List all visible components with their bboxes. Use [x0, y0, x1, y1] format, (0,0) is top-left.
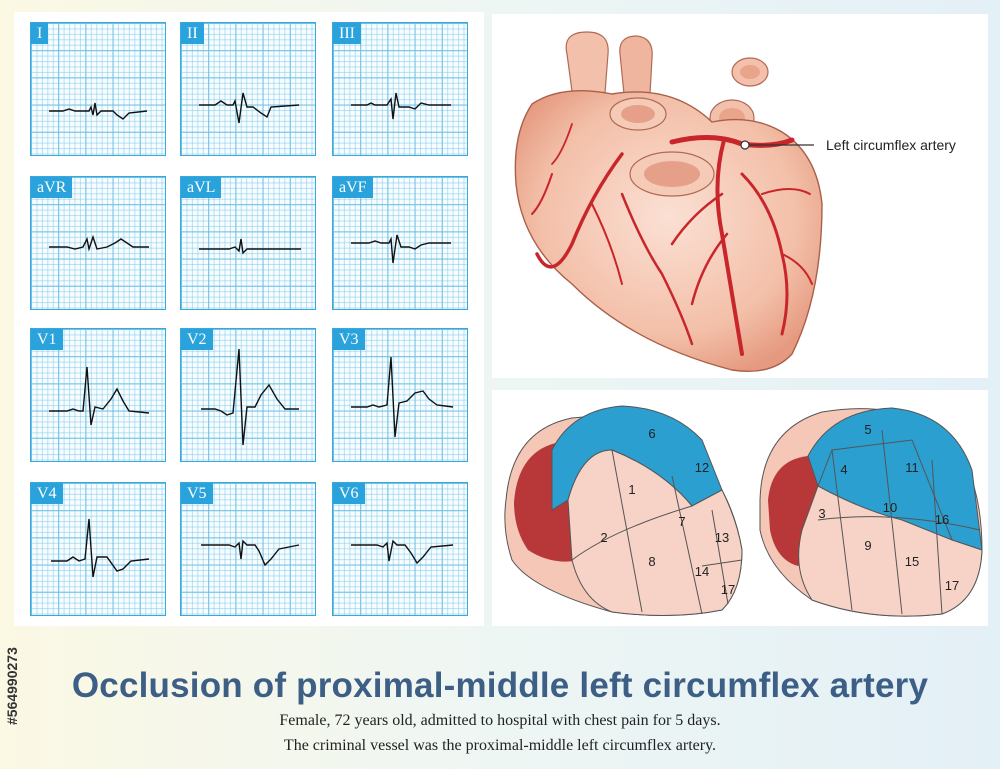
ecg-trace: [199, 238, 301, 255]
ecg-lead-V2: V2: [180, 328, 316, 462]
lead-label: V1: [31, 329, 63, 350]
page-title: Occlusion of proximal-middle left circum…: [71, 666, 929, 705]
subtitle-line-2: The criminal vessel was the proximal-mid…: [283, 737, 717, 754]
segment-16: 16: [935, 512, 949, 527]
ecg-lead-III: III: [332, 22, 468, 156]
lead-label: aVL: [181, 177, 222, 198]
segment-6: 6: [648, 426, 655, 441]
ecg-trace: [199, 92, 300, 124]
ecg-trace: [351, 234, 451, 264]
ecg-lead-aVL: aVL: [180, 176, 316, 310]
ecg-panel: I II III aVR aVL aVF V1 V2 V3 V4 V5: [14, 12, 484, 626]
lead-label: I: [31, 23, 49, 44]
ecg-lead-V6: V6: [332, 482, 468, 616]
ecg-lead-II: II: [180, 22, 316, 156]
segment-12: 12: [695, 460, 709, 475]
segment-17-left: 17: [721, 582, 735, 597]
segment-11: 11: [905, 460, 919, 475]
lead-label: V6: [333, 483, 365, 504]
segment-15: 15: [905, 554, 919, 569]
lead-label: V2: [181, 329, 213, 350]
ecg-trace: [351, 356, 454, 438]
lead-label: aVR: [31, 177, 73, 198]
ecg-lead-V5: V5: [180, 482, 316, 616]
segment-4: 4: [840, 462, 847, 477]
segment-3: 3: [818, 506, 825, 521]
segment-2: 2: [600, 530, 607, 545]
ecg-trace: [201, 539, 300, 567]
segment-13: 13: [715, 530, 729, 545]
subtitle-line-1: Female, 72 years old, admitted to hospit…: [279, 712, 721, 729]
stock-watermark-id: #564990273: [4, 647, 20, 725]
ecg-lead-V4: V4: [30, 482, 166, 616]
lv-left-view: 6 12 1 7 2 8 13 14 17: [504, 405, 743, 617]
ecg-lead-V1: V1: [30, 328, 166, 462]
ecg-lead-aVF: aVF: [332, 176, 468, 310]
segment-17-right: 17: [945, 578, 959, 593]
ecg-lead-V3: V3: [332, 328, 468, 462]
segment-1: 1: [628, 482, 635, 497]
ecg-trace: [49, 234, 149, 252]
lead-label: aVF: [333, 177, 373, 198]
lead-label: V4: [31, 483, 63, 504]
watermark-text: #564990273: [4, 647, 20, 725]
heart-illustration: Left circumflex artery: [514, 31, 956, 372]
segment-7: 7: [678, 514, 685, 529]
heart-panel: Left circumflex artery: [492, 14, 988, 378]
ecg-trace: [49, 366, 150, 426]
segment-14: 14: [695, 564, 709, 579]
lead-label: III: [333, 23, 361, 44]
ecg-trace: [49, 102, 148, 120]
segment-panel: 6 12 1 7 2 8 13 14 17: [492, 390, 988, 626]
segment-8: 8: [648, 554, 655, 569]
ecg-trace: [351, 92, 451, 120]
ecg-trace: [351, 539, 454, 565]
bullseye-segments: 6 12 1 7 2 8 13 14 17: [504, 405, 983, 617]
ecg-trace: [201, 348, 299, 446]
lead-label: V3: [333, 329, 365, 350]
ecg-lead-I: I: [30, 22, 166, 156]
lead-label: V5: [181, 483, 213, 504]
segment-9: 9: [864, 538, 871, 553]
ecg-trace: [51, 518, 150, 578]
lead-label: II: [181, 23, 204, 44]
segment-5: 5: [864, 422, 871, 437]
ecg-lead-aVR: aVR: [30, 176, 166, 310]
circumflex-label: Left circumflex artery: [826, 137, 956, 153]
lv-right-view: 5 4 11 10 16 3 9 15 17: [759, 407, 983, 617]
segment-10: 10: [883, 500, 897, 515]
